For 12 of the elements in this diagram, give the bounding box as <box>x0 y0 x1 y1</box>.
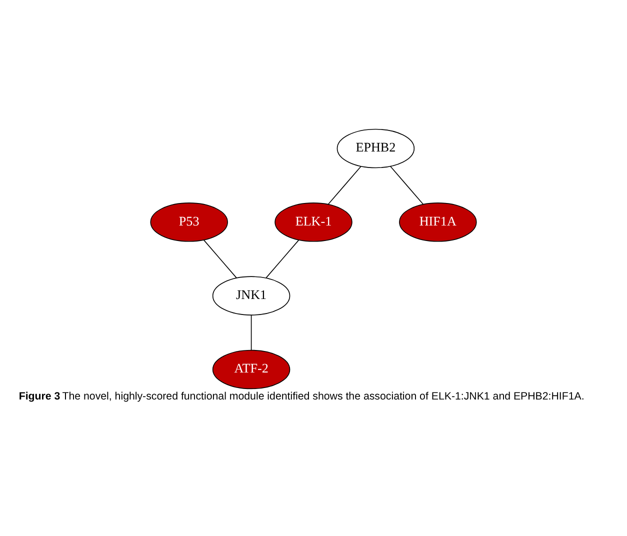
connector <box>328 166 362 205</box>
caption: Figure 3 The novel, highly-scored functional module identified shows the association of ELK-1:JNK1 and EPHB2:HIF1A. <box>18 390 584 403</box>
node-ellipse: JNK1 <box>212 276 290 316</box>
connector <box>250 314 252 351</box>
node-ellipse: ELK-1 <box>274 202 352 242</box>
node-ellipse: P53 <box>150 202 228 242</box>
connector <box>390 166 424 205</box>
connector <box>203 240 237 278</box>
node-ellipse: EPHB2 <box>336 128 415 168</box>
node-ellipse: ATF-2 <box>212 350 290 390</box>
node-ellipse: HIF1A <box>399 202 477 242</box>
connector <box>266 240 300 278</box>
